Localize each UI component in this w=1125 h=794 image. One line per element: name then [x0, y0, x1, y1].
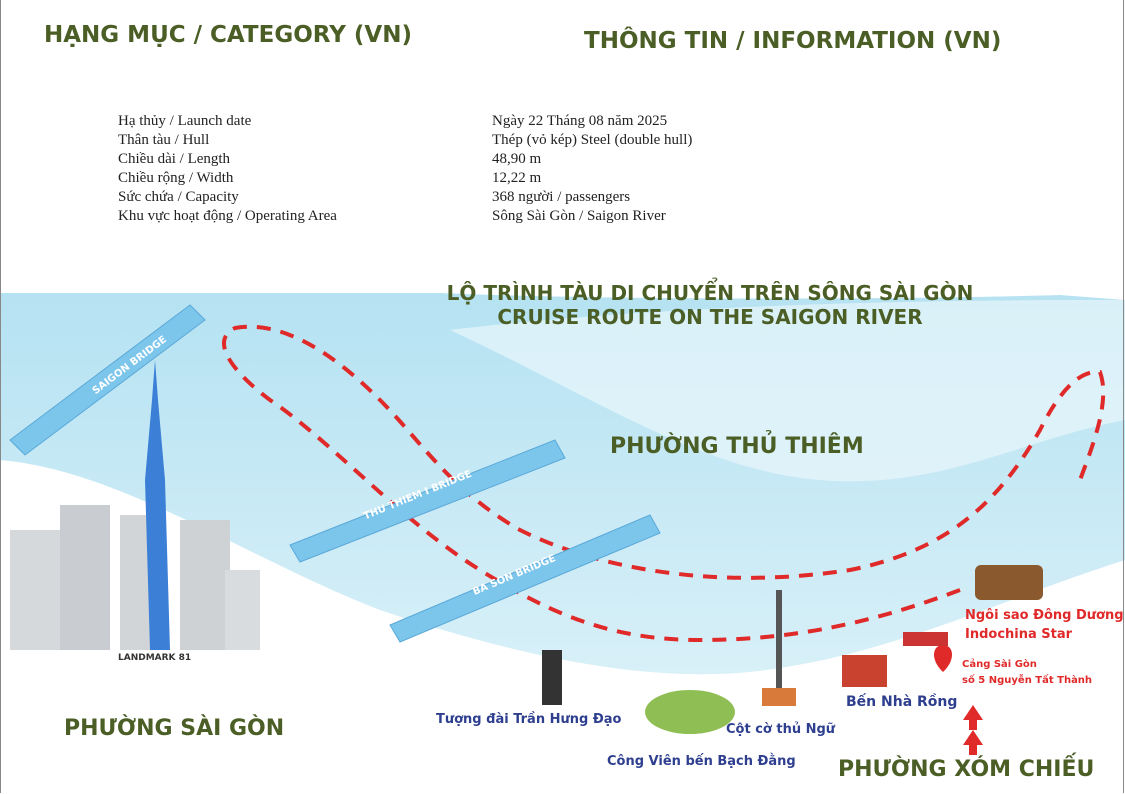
- tran-hung-dao-statue: [542, 650, 562, 705]
- flag-tower: [776, 590, 782, 700]
- nha-rong-label: Bến Nhà Rồng: [846, 694, 958, 710]
- landmark81-label: LANDMARK 81: [118, 653, 192, 663]
- indochina-star-ship: [975, 565, 1043, 600]
- spec-value: Sông Sài Gòn / Saigon River: [492, 208, 666, 224]
- category-header: HẠNG MỤC / CATEGORY (VN): [44, 22, 412, 48]
- district-sai-gon: PHƯỜNG SÀI GÒN: [64, 716, 285, 741]
- spec-value: 12,22 m: [492, 170, 542, 186]
- spec-label: Hạ thủy / Launch date: [118, 113, 252, 129]
- ship-label: Ngôi sao Đông Dương Indochina Star: [965, 606, 1124, 644]
- cargo-ship: [903, 632, 948, 646]
- spec-label: Chiều dài / Length: [118, 151, 231, 167]
- district-thu-thiem: PHƯỜNG THỦ THIÊM: [610, 434, 864, 459]
- ship-name-en: Indochina Star: [965, 627, 1073, 642]
- port-name: Cảng Sài Gòn: [962, 659, 1037, 670]
- cot-co-label: Cột cờ thủ Ngữ: [726, 722, 836, 737]
- spec-label: Chiều rộng / Width: [118, 170, 234, 186]
- port-address: số 5 Nguyễn Tất Thành: [962, 675, 1093, 686]
- spec-label: Khu vực hoạt động / Operating Area: [118, 208, 337, 224]
- thu-thiem-land: [450, 300, 1125, 482]
- route-outbound: [222, 324, 1106, 643]
- landmark81-buildings: [10, 360, 260, 650]
- spec-value: Ngày 22 Tháng 08 năm 2025: [492, 113, 668, 129]
- spec-values: Ngày 22 Tháng 08 năm 2025 Thép (vỏ kép) …: [492, 112, 692, 226]
- arrow-up-icon: [963, 730, 983, 755]
- bach-dang-trees: [645, 690, 735, 734]
- spec-labels: Hạ thủy / Launch date Thân tàu / Hull Ch…: [118, 112, 337, 226]
- route-title-en: CRUISE ROUTE ON THE SAIGON RIVER: [497, 305, 923, 329]
- route-title-vn: LỘ TRÌNH TÀU DI CHUYỂN TRÊN SÔNG SÀI GÒN: [446, 281, 974, 305]
- tran-hung-dao-label: Tượng đài Trần Hưng Đạo: [436, 712, 622, 727]
- district-xom-chieu: PHƯỜNG XÓM CHIẾU: [838, 757, 1095, 782]
- spec-value: 48,90 m: [492, 151, 542, 167]
- route-title: LỘ TRÌNH TÀU DI CHUYỂN TRÊN SÔNG SÀI GÒN…: [400, 281, 1020, 329]
- nha-rong-building: [842, 655, 887, 687]
- spec-label: Sức chứa / Capacity: [118, 189, 239, 205]
- location-pin-icon: [933, 645, 953, 672]
- arrow-up-icon: [963, 705, 983, 730]
- ship-name-vn: Ngôi sao Đông Dương: [965, 608, 1124, 623]
- bridges: [9, 304, 661, 643]
- information-header: THÔNG TIN / INFORMATION (VN): [584, 28, 1002, 54]
- port-label: Cảng Sài Gòn số 5 Nguyễn Tất Thành: [962, 657, 1092, 689]
- spec-label: Thân tàu / Hull: [118, 132, 210, 148]
- spec-value: Thép (vỏ kép) Steel (double hull): [492, 132, 693, 148]
- bach-dang-label: Công Viên bến Bạch Đằng: [607, 754, 796, 769]
- spec-value: 368 người / passengers: [492, 189, 631, 205]
